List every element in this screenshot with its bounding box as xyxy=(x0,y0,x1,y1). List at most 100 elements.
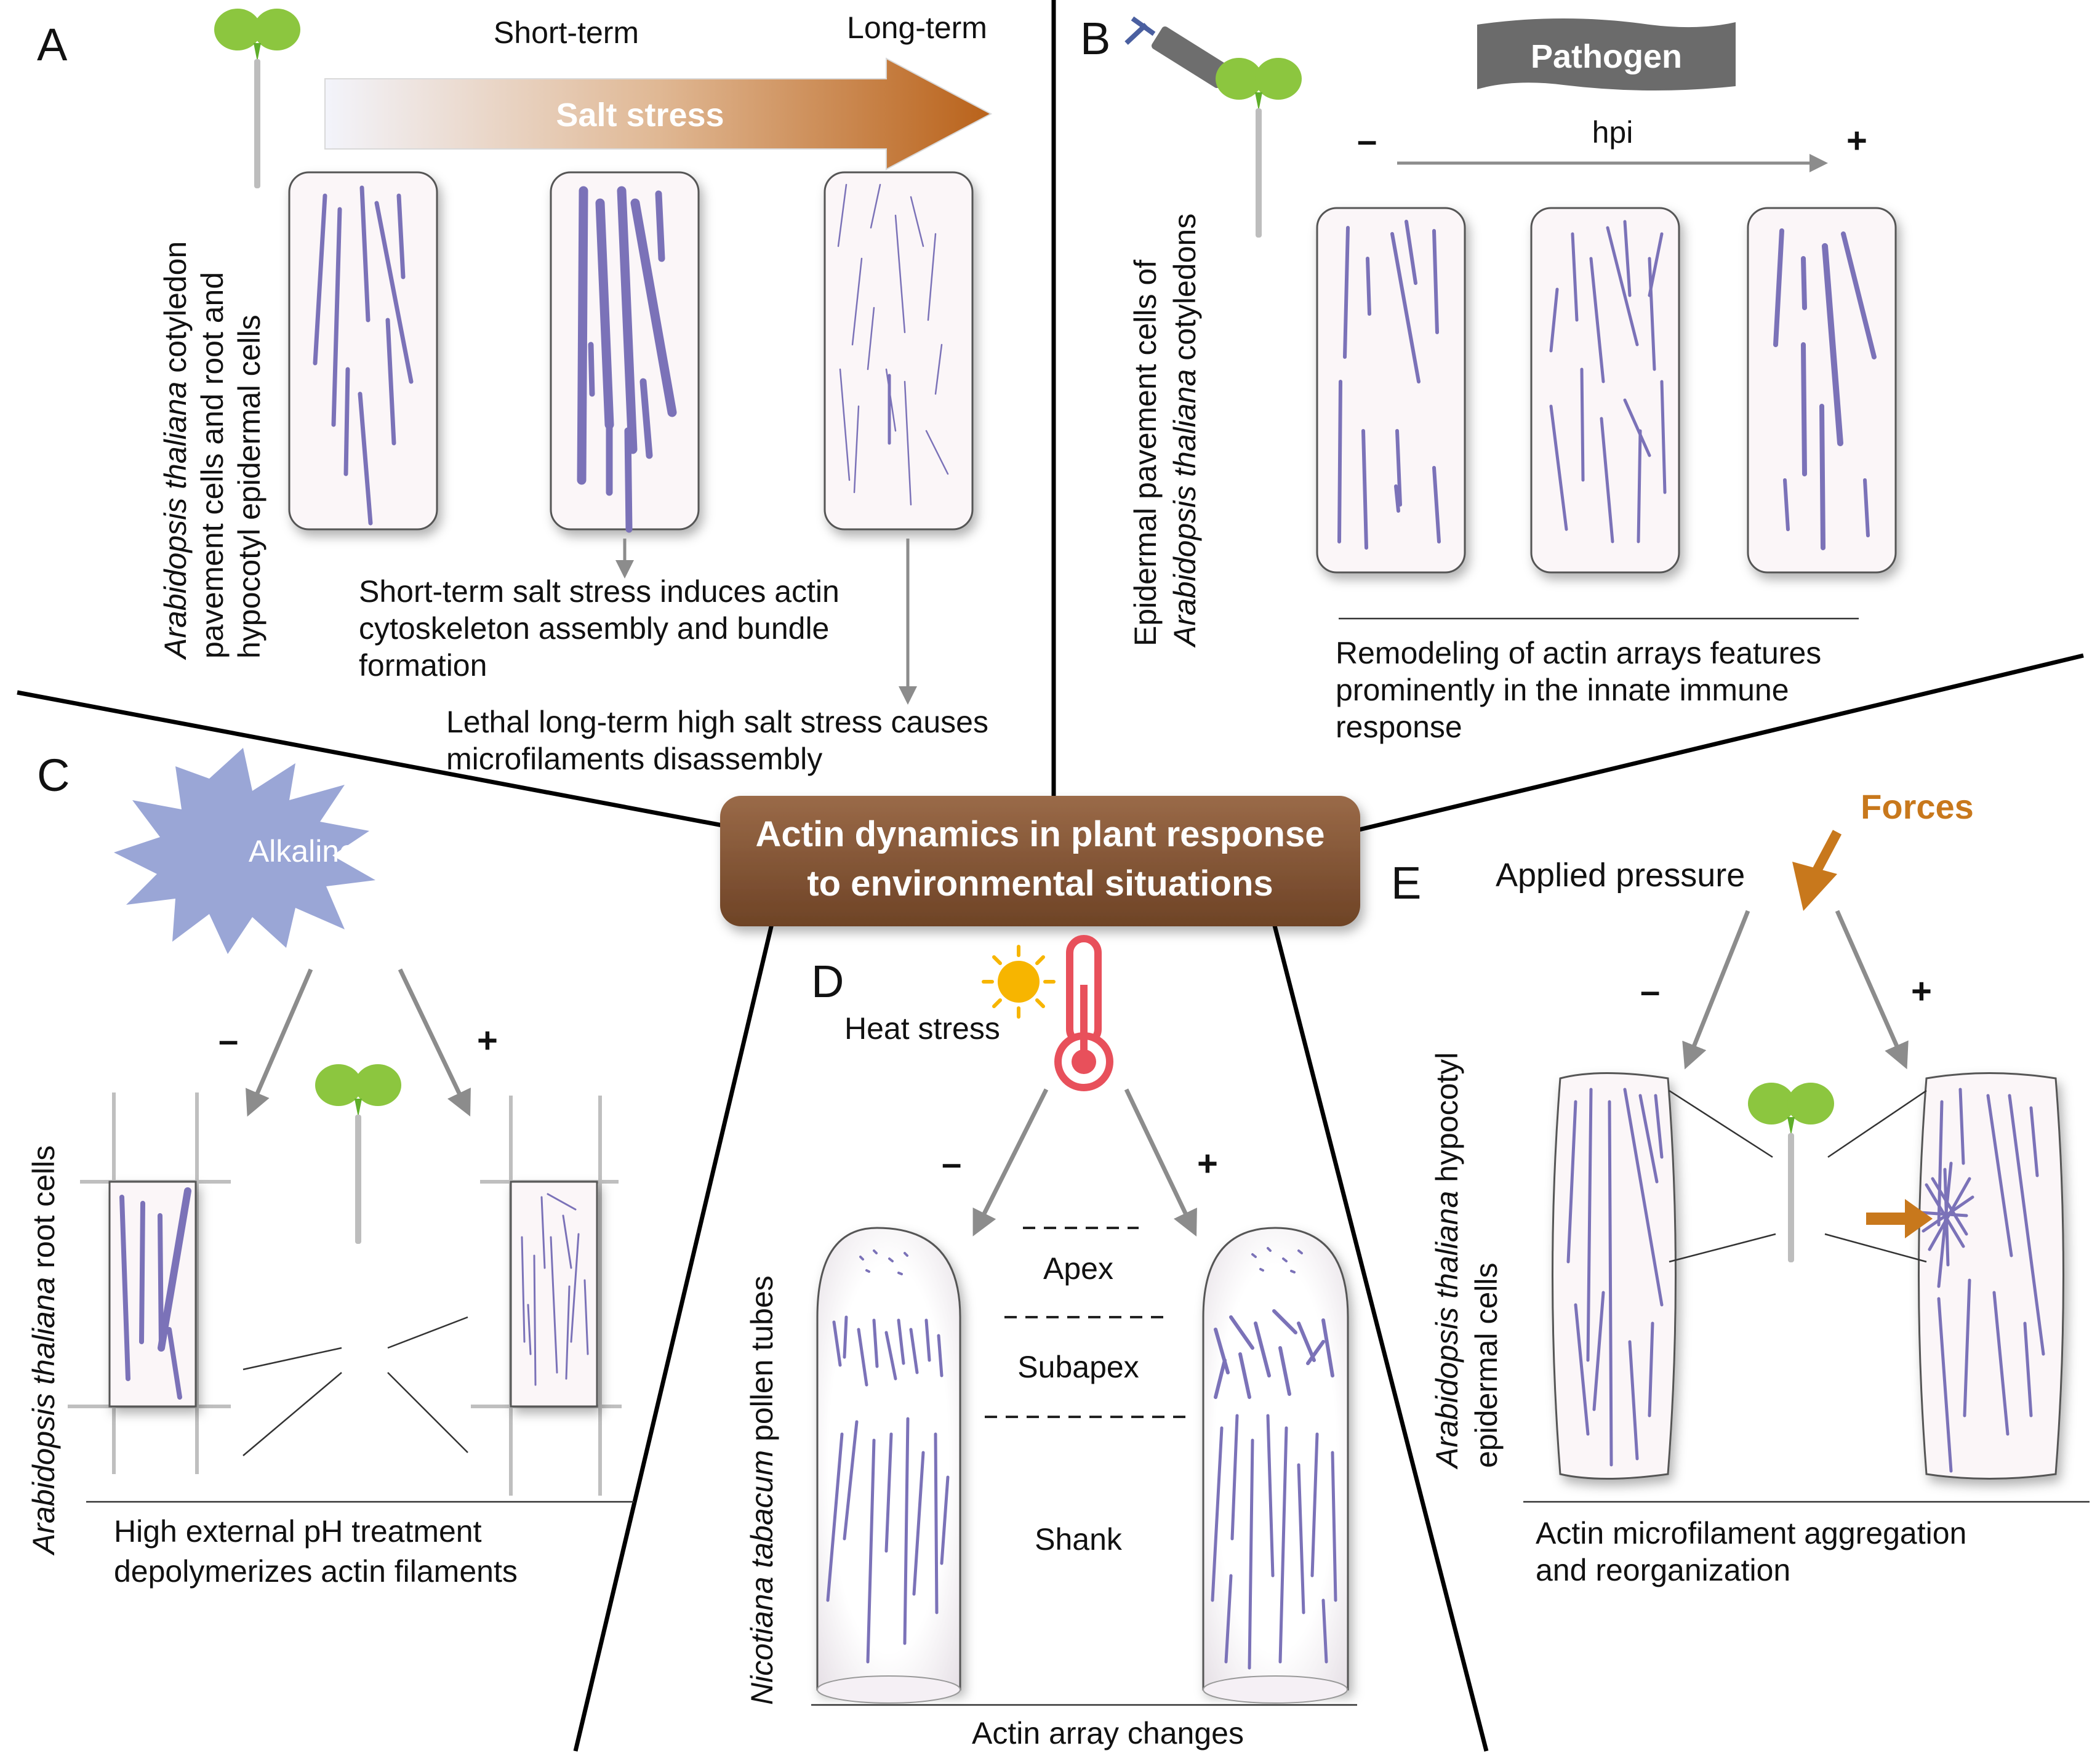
panel-a: A Short-term Long-term Salt stress xyxy=(37,9,993,776)
pathogen-banner: Pathogen xyxy=(1477,18,1736,91)
seedling-icon xyxy=(1748,1083,1834,1262)
panel-b-caption-line2: prominently in the innate immune xyxy=(1336,673,1789,707)
panel-b-side-line2: Arabidopsis thaliana cotyledons xyxy=(1168,214,1202,648)
apex-label: Apex xyxy=(1043,1251,1113,1286)
panel-e-minus: – xyxy=(1640,971,1660,1011)
thermometer-icon xyxy=(1054,935,1113,1091)
panel-dividers xyxy=(17,0,2084,1752)
zoom-line-c1 xyxy=(242,1347,342,1371)
panel-letter-d: D xyxy=(811,956,844,1007)
panel-d: D Heat stress – + xyxy=(745,935,1357,1750)
pathogen-label: Pathogen xyxy=(1531,38,1682,75)
panel-a-note1-line3: formation xyxy=(359,648,487,683)
panel-letter-e: E xyxy=(1391,857,1421,908)
arrow-c-plus xyxy=(398,968,471,1117)
short-term-label: Short-term xyxy=(494,15,639,50)
zoom-line-e3 xyxy=(1827,1089,1927,1158)
panel-letter-c: C xyxy=(37,750,70,801)
salt-stress-arrow: Salt stress xyxy=(324,57,993,170)
panel-d-caption: Actin array changes xyxy=(972,1716,1244,1750)
heat-stress-label: Heat stress xyxy=(844,1011,1000,1046)
filaments-d-heat xyxy=(1211,1247,1337,1670)
panel-a-side-line3: hypocotyl epidermal cells xyxy=(232,315,267,659)
panel-e-plus: + xyxy=(1911,971,1932,1011)
panel-letter-b: B xyxy=(1080,13,1110,64)
panel-a-side-line1: Arabidopsis thaliana cotyledon xyxy=(158,241,193,660)
filaments-a-control xyxy=(313,185,414,526)
panel-e-side-line2: epidermal cells xyxy=(1469,1263,1504,1468)
filaments-a-long-term xyxy=(837,183,949,506)
panel-d-side-label: Nicotiana tabacum pollen tubes xyxy=(745,1275,779,1705)
zoom-line-e4 xyxy=(1824,1233,1927,1263)
applied-pressure-label: Applied pressure xyxy=(1496,857,1745,894)
alkaline-stress-label: Alkaline stress xyxy=(249,834,447,868)
panel-c-caption-line2: depolymerizes actin filaments xyxy=(114,1554,518,1589)
arrow-e-minus xyxy=(1682,910,1750,1070)
panel-d-plus: + xyxy=(1197,1144,1218,1184)
zoom-line-e1 xyxy=(1669,1089,1773,1158)
arrow-e-plus xyxy=(1835,910,1909,1070)
panel-c: C Alkaline stress – + xyxy=(26,748,634,1589)
filaments-b-3 xyxy=(1773,228,1877,550)
cell-b-1 xyxy=(1316,207,1466,574)
panel-a-side-line2: pavement cells and root and xyxy=(195,272,230,659)
filaments-b-2 xyxy=(1549,220,1667,543)
cell-a-long-term xyxy=(824,171,974,531)
panel-d-minus: – xyxy=(942,1144,961,1184)
panel-c-plus: + xyxy=(477,1020,498,1060)
panel-e-side-line1: Arabidopsis thaliana hypocotyl xyxy=(1430,1052,1464,1470)
filaments-a-short-term xyxy=(577,186,677,533)
arrow-c-minus xyxy=(246,968,313,1117)
zoom-line-c3 xyxy=(387,1316,468,1349)
panel-b-caption-line3: response xyxy=(1336,710,1462,744)
panel-a-note1-line1: Short-term salt stress induces actin xyxy=(359,574,840,609)
salt-stress-label: Salt stress xyxy=(556,97,724,134)
panel-a-note2-line1: Lethal long-term high salt stress causes xyxy=(446,705,988,739)
panel-e-caption-line2: and reorganization xyxy=(1536,1553,1790,1587)
alkaline-burst: Alkaline stress xyxy=(114,748,447,954)
pollen-tube-heat xyxy=(1202,1227,1349,1691)
center-title-box: Actin dynamics in plant response to envi… xyxy=(720,796,1360,926)
zoom-line-e2 xyxy=(1669,1233,1776,1263)
arrow-d-minus xyxy=(972,1088,1049,1237)
panel-b-side-line1: Epidermal pavement cells of xyxy=(1128,260,1163,646)
cell-b-2 xyxy=(1530,207,1680,574)
center-title-line2: to environmental situations xyxy=(807,864,1273,904)
panel-b-minus: – xyxy=(1357,121,1377,161)
panel-c-caption-line1: High external pH treatment xyxy=(114,1514,482,1549)
panel-a-note1-line2: cytoskeleton assembly and bundle xyxy=(359,611,829,646)
seedling-icon xyxy=(214,9,300,188)
filaments-e-pressure xyxy=(1918,1088,2045,1473)
forces-arrow xyxy=(1792,830,1842,911)
zoom-line-c4 xyxy=(387,1372,468,1453)
subapex-label: Subapex xyxy=(1017,1350,1139,1384)
panel-letter-a: A xyxy=(37,19,68,70)
arrow-d-plus xyxy=(1124,1088,1197,1237)
filaments-e-control xyxy=(1566,1088,1664,1467)
forces-arrow-small xyxy=(1866,1199,1933,1238)
panel-e-caption-line1: Actin microfilament aggregation xyxy=(1536,1516,1966,1550)
panel-b: B Pathogen – hpi + xyxy=(1080,13,1897,744)
forces-label: Forces xyxy=(1861,787,1974,826)
shank-label: Shank xyxy=(1035,1522,1123,1557)
panel-a-note2-line2: microfilaments disassembly xyxy=(446,742,822,776)
hpi-label: hpi xyxy=(1592,115,1633,150)
center-title-line1: Actin dynamics in plant response xyxy=(756,814,1325,854)
region-dividers xyxy=(985,1227,1188,1418)
filaments-c-control xyxy=(119,1187,191,1400)
zoom-line-c2 xyxy=(242,1372,342,1456)
seedling-icon xyxy=(315,1064,401,1244)
seedling-icon xyxy=(1216,58,1302,238)
sun-icon xyxy=(982,945,1056,1019)
panel-b-plus: + xyxy=(1846,121,1867,161)
cell-a-control xyxy=(288,171,438,531)
long-term-label: Long-term xyxy=(847,10,987,45)
filaments-c-treated xyxy=(521,1193,589,1386)
filaments-b-1 xyxy=(1337,220,1441,550)
panel-e: E Forces Applied pressure – + xyxy=(1391,787,2090,1587)
panel-c-minus: – xyxy=(218,1020,238,1060)
syringe-icon xyxy=(1124,16,1230,88)
panel-c-side-label: Arabidopsis thaliana root cells xyxy=(26,1145,61,1556)
filaments-d-control xyxy=(826,1249,950,1664)
